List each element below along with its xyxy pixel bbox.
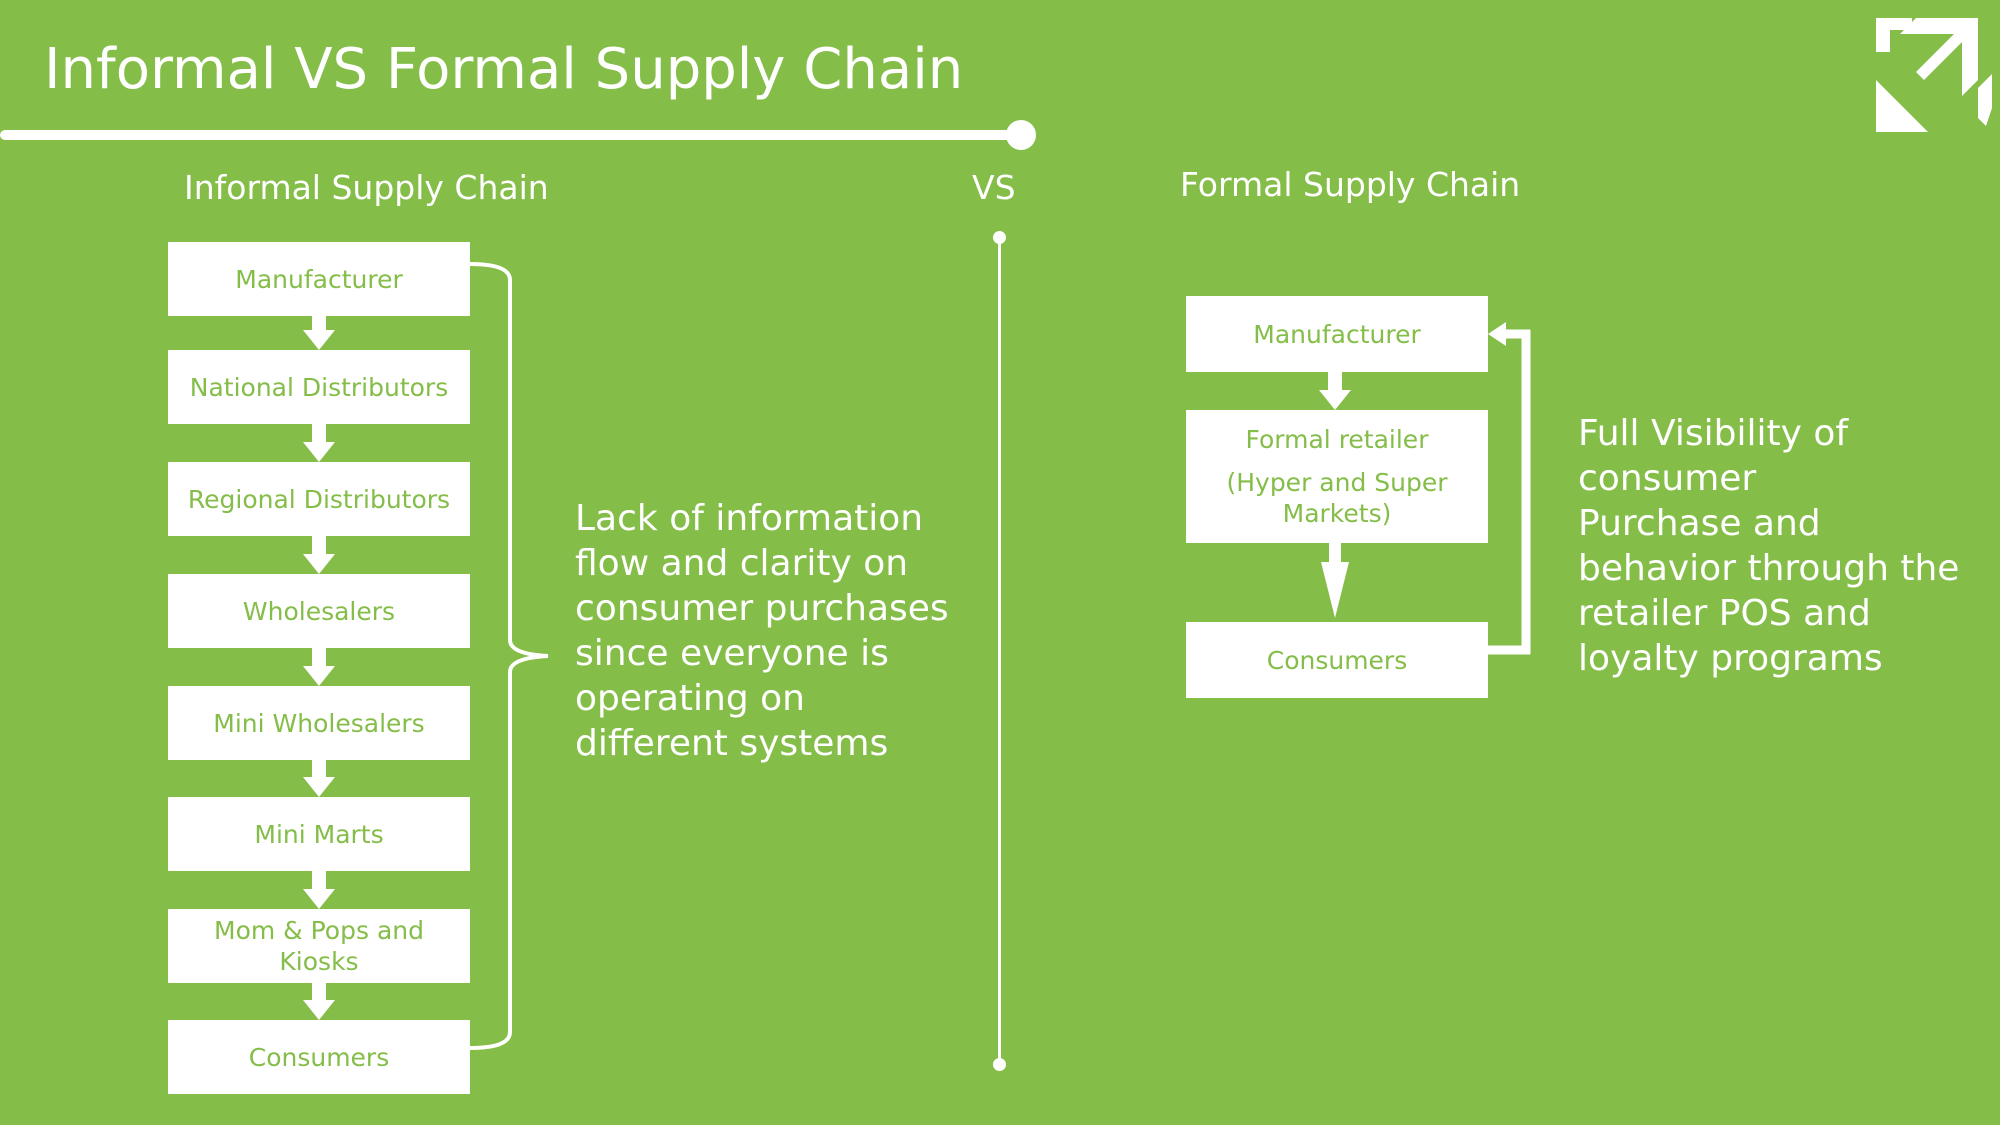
title-underline [0, 130, 1024, 140]
note-line: different systems [575, 723, 889, 764]
step-label: Formal retailer [1245, 425, 1429, 454]
informal-step-consumers: Consumers [168, 1020, 470, 1094]
formal-heading: Formal Supply Chain [1180, 165, 1521, 204]
formal-note: Full Visibility of consumer Purchase and… [1578, 411, 1959, 681]
feedback-loop-arrow [1488, 329, 1531, 655]
informal-heading: Informal Supply Chain [184, 168, 549, 207]
corner-arrow-logo-icon [1876, 18, 1992, 132]
note-line: loyalty programs [1578, 638, 1883, 679]
step-label: Consumers [1266, 645, 1408, 675]
down-arrow-icon [303, 983, 335, 1020]
down-arrow-icon [303, 316, 335, 350]
down-arrow-icon [1321, 543, 1349, 618]
down-arrow-icon [303, 536, 335, 574]
note-line: consumer [1578, 458, 1757, 499]
note-line: consumer purchases [575, 588, 949, 629]
formal-step-formal-retailer: Formal retailer (Hyper and Super Markets… [1186, 410, 1488, 543]
formal-arrows [1319, 372, 1351, 618]
informal-step-mini-marts: Mini Marts [168, 797, 470, 871]
note-line: operating on [575, 678, 805, 719]
informal-step-regional-distributors: Regional Distributors [168, 462, 470, 536]
slide-title: Informal VS Formal Supply Chain [44, 37, 964, 102]
informal-step-mini-wholesalers: Mini Wholesalers [168, 686, 470, 760]
informal-step-mom-and-pops: Mom & Pops and Kiosks [168, 909, 470, 983]
note-line: Purchase and [1578, 503, 1821, 544]
note-line: retailer POS and [1578, 593, 1871, 634]
step-label: Mom & Pops and [214, 916, 424, 945]
vs-divider-line [998, 236, 1001, 1066]
down-arrow-icon [303, 648, 335, 686]
vs-divider-top-dot [993, 231, 1006, 244]
left-arrow-icon [1488, 322, 1506, 346]
note-line: since everyone is [575, 633, 889, 674]
informal-step-national-distributors: National Distributors [168, 350, 470, 424]
down-arrow-icon [303, 871, 335, 909]
step-label: Mini Wholesalers [213, 708, 425, 738]
step-label: Wholesalers [242, 596, 396, 626]
informal-arrows [303, 316, 335, 1020]
note-line: flow and clarity on [575, 543, 909, 584]
down-arrow-icon [303, 424, 335, 462]
step-label: Manufacturer [1253, 319, 1421, 349]
step-label: Regional Distributors [187, 484, 451, 514]
note-line: behavior through the [1578, 548, 1960, 589]
step-label: Manufacturer [235, 264, 403, 294]
step-label: Kiosks [279, 947, 359, 976]
informal-note: Lack of information flow and clarity on … [575, 496, 949, 766]
step-label: Consumers [248, 1042, 390, 1072]
informal-step-manufacturer: Manufacturer [168, 242, 470, 316]
down-arrow-icon [1319, 372, 1351, 410]
vs-divider-bottom-dot [993, 1058, 1006, 1071]
formal-step-consumers: Consumers [1186, 622, 1488, 698]
vs-label: VS [972, 168, 1016, 207]
note-line: Lack of information [575, 498, 924, 539]
informal-bracket [469, 262, 549, 1050]
step-label: National Distributors [189, 372, 449, 402]
step-label: (Hyper and Super [1226, 468, 1448, 497]
note-line: Full Visibility of [1578, 413, 1849, 454]
step-label: Mini Marts [254, 819, 384, 849]
title-underline-dot [1006, 120, 1036, 150]
formal-step-manufacturer: Manufacturer [1186, 296, 1488, 372]
down-arrow-icon [303, 760, 335, 797]
step-label: Markets) [1282, 499, 1392, 528]
informal-step-wholesalers: Wholesalers [168, 574, 470, 648]
